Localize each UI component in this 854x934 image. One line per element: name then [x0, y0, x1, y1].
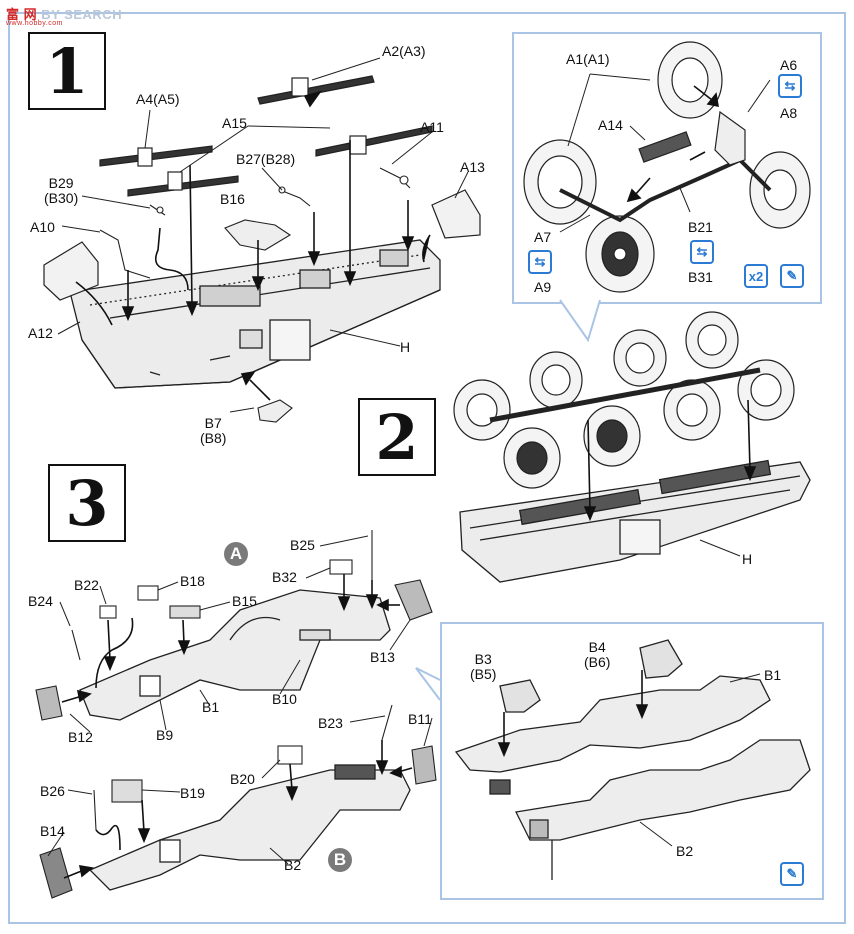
label-a2: A2(A3) [382, 43, 426, 59]
step-1-number: 1 [45, 34, 89, 108]
rear-plate-a13 [431, 189, 481, 239]
label-b20: B20 [230, 771, 255, 787]
label-b16: B16 [220, 191, 245, 207]
badge-b-text: B [333, 850, 347, 869]
step2-chassis [459, 459, 811, 583]
label-b26: B26 [40, 783, 65, 799]
label-b2: B2 [284, 857, 302, 873]
detail3-leaders [639, 673, 761, 847]
label-b19: B19 [180, 785, 205, 801]
label-b5: (B5) [470, 665, 497, 682]
label-b7-main: B7 [204, 415, 222, 431]
subassembly-b-badge: B [328, 848, 352, 872]
label-a4: A4(A5) [136, 91, 180, 107]
label-a6: A6 [780, 57, 798, 73]
axle-leaders [559, 73, 771, 233]
label-a7: A7 [534, 229, 552, 245]
watermark-search: BY SEARCH [41, 7, 123, 22]
small-parts [99, 167, 411, 423]
label-b22: B22 [74, 577, 99, 593]
fender-b1 [79, 589, 391, 721]
step2-wheels [453, 311, 795, 489]
label-b8: (B8) [200, 429, 227, 446]
label-b2-detail: B2 [676, 843, 694, 859]
rotate-icon-a6: ⇆ [778, 74, 802, 98]
label-b10: B10 [272, 691, 297, 707]
label-b7: B7 (B8) [200, 416, 226, 445]
step3-arrows [61, 574, 413, 879]
detail-fender-b2 [515, 739, 811, 880]
step-2-box: 2 [358, 398, 436, 476]
label-b29: B29 (B30) [44, 176, 78, 205]
label-b11: B11 [408, 711, 432, 727]
label-b3-main: B3 [474, 651, 492, 667]
label-a15: A15 [222, 115, 247, 131]
watermark: 富 网 BY SEARCH www.hobby.com [6, 4, 123, 27]
step1-leader-lines [57, 57, 469, 413]
rotate-icon-b21: ⇆ [690, 240, 714, 264]
label-b24: B24 [28, 593, 53, 609]
watermark-brand: 富 网 [6, 7, 38, 22]
axle-arrows [626, 85, 719, 203]
label-b6: (B6) [584, 653, 611, 670]
detail3-arrows [497, 670, 649, 758]
step3-small-parts [35, 530, 437, 899]
rotate-icon-a7: ⇆ [528, 250, 552, 274]
label-b3: B3 (B5) [470, 652, 496, 681]
step2-arrows [583, 399, 757, 522]
label-b23: B23 [318, 715, 343, 731]
label-h-step1: H [400, 339, 411, 355]
glue-icon: ✎ [780, 264, 804, 288]
label-b4-main: B4 [588, 639, 606, 655]
label-b27: B27(B28) [236, 151, 296, 167]
label-b30: (B30) [44, 189, 79, 206]
label-a9: A9 [534, 279, 552, 295]
step-1-box: 1 [28, 32, 106, 110]
label-b4: B4 (B6) [584, 640, 610, 669]
label-b9: B9 [156, 727, 174, 743]
label-b1: B1 [202, 699, 220, 715]
quantity-icon: x2 [744, 264, 768, 288]
fender-b2 [88, 764, 411, 891]
step1-arrows [75, 90, 431, 401]
subassembly-a-badge: A [224, 542, 248, 566]
label-b29-main: B29 [48, 175, 74, 191]
label-b32: B32 [272, 569, 297, 585]
glue-icon-detail: ✎ [780, 862, 804, 886]
label-a12: A12 [28, 325, 53, 341]
label-b13: B13 [370, 649, 395, 665]
watermark-url: www.hobby.com [6, 20, 63, 27]
detail-fender-b1 [454, 639, 771, 795]
leaf-springs [99, 75, 433, 197]
label-a10: A10 [30, 219, 55, 235]
label-a11: A11 [420, 119, 444, 135]
label-b14: B14 [40, 823, 65, 839]
step-3-box: 3 [48, 464, 126, 542]
label-b15: B15 [232, 593, 257, 609]
step-2-number: 2 [375, 400, 419, 474]
label-a8: A8 [780, 105, 798, 121]
label-a13: A13 [460, 159, 485, 175]
step3-leaders [47, 535, 433, 865]
label-b18: B18 [180, 573, 205, 589]
badge-a-text: A [229, 544, 243, 563]
front-plate-a12 [43, 241, 99, 301]
label-b31: B31 [688, 269, 713, 285]
label-a14: A14 [598, 117, 623, 133]
label-a1: A1(A1) [566, 51, 610, 67]
label-h-step2: H [742, 551, 753, 567]
axle-wheels [523, 41, 811, 293]
label-b25: B25 [290, 537, 315, 553]
label-b1-detail: B1 [764, 667, 782, 683]
step-3-number: 3 [65, 466, 109, 540]
quantity-label: x2 [748, 268, 764, 284]
label-b12: B12 [68, 729, 93, 745]
label-b21: B21 [688, 219, 713, 235]
